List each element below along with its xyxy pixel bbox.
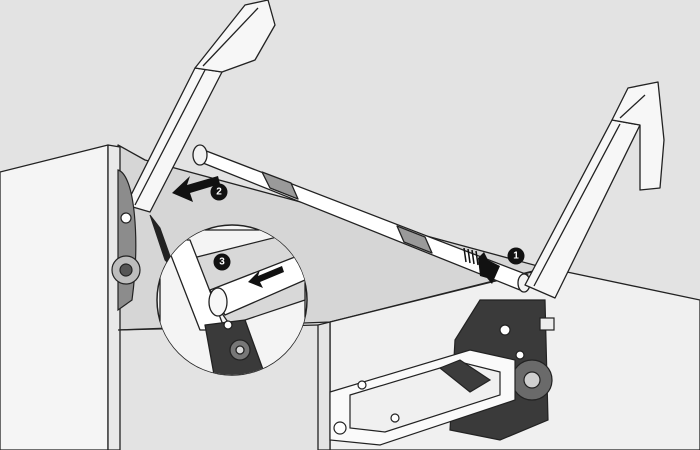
step-badge-1: 1 — [507, 247, 525, 265]
left-lift-arm — [125, 0, 276, 213]
step-number-3: 3 — [219, 257, 225, 268]
right-arm-upper — [611, 81, 665, 191]
arrow-icon — [172, 176, 220, 202]
right-lift-arm — [524, 81, 665, 299]
rod-left-end — [192, 144, 208, 166]
arrow-icon — [248, 266, 284, 288]
step-badge-3: 3 — [213, 253, 231, 271]
step-number-2: 2 — [216, 187, 222, 198]
cabinet-right-edge — [317, 321, 331, 450]
arrow-icon — [478, 252, 500, 284]
rod-band-1 — [261, 171, 299, 200]
step-badge-2: 2 — [210, 183, 228, 201]
step-number-1: 1 — [513, 251, 519, 262]
rod-band-2 — [396, 225, 433, 254]
stabiliser-rod — [192, 144, 531, 293]
right-lift-mechanism — [329, 299, 555, 446]
cabinet-left-side — [0, 144, 109, 450]
left-hinge-mechanism — [111, 169, 141, 312]
cabinet-left-edge — [107, 144, 121, 450]
motion-lines-icon — [463, 247, 479, 266]
adjust-wheel — [438, 359, 492, 393]
